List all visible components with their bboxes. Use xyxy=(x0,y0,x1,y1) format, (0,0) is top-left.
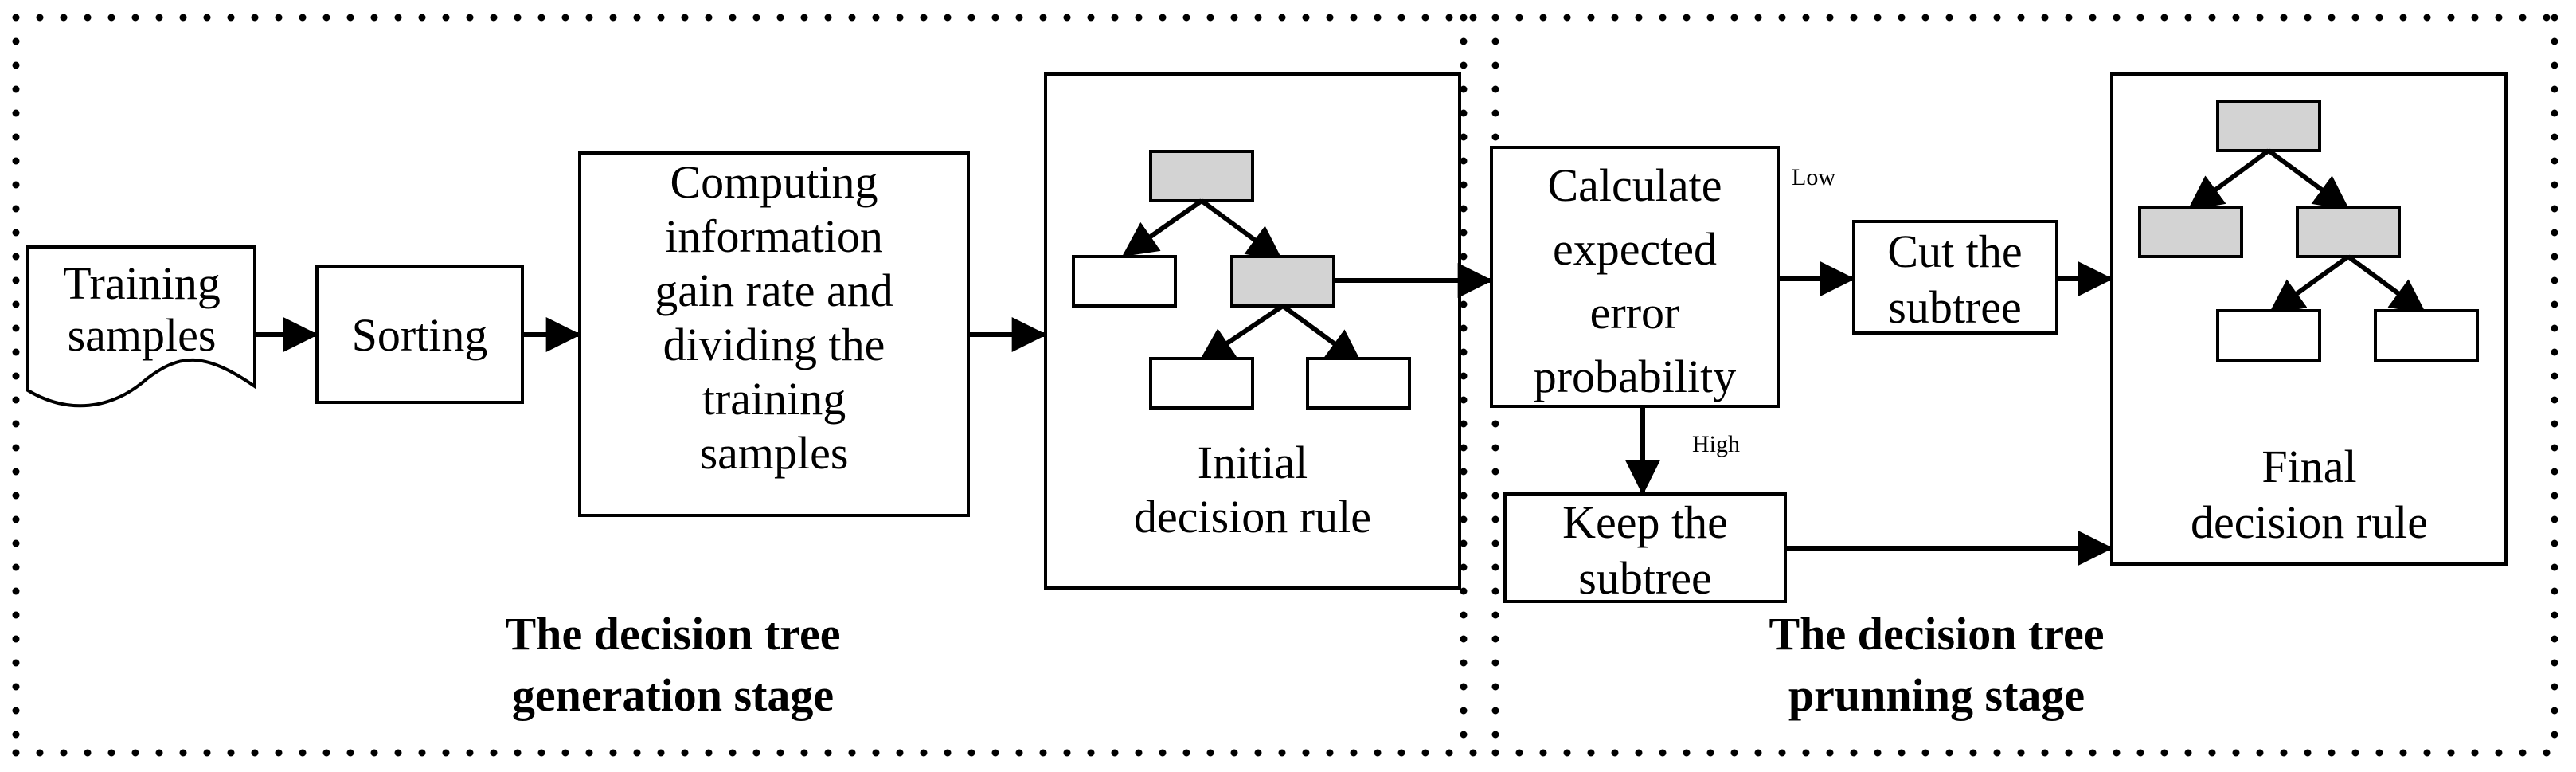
calculate-line-2: expected xyxy=(1553,223,1717,275)
computing-line-3: gain rate and xyxy=(655,265,893,316)
initial-tree-icon xyxy=(1072,150,1411,410)
keep-subtree-line-2: subtree xyxy=(1578,552,1712,604)
flow-arrows xyxy=(255,261,2113,566)
edge-label-high: High xyxy=(1692,431,1740,457)
initial-rule-line-2: decision rule xyxy=(1134,491,1371,543)
calculate-line-1: Calculate xyxy=(1547,159,1722,211)
edge-label-low: Low xyxy=(1792,164,1835,190)
generation-stage-caption: The decision tree generation stage xyxy=(506,608,841,721)
pruning-stage-line-2: prunning stage xyxy=(1788,669,2085,721)
final-rule-line-2: decision rule xyxy=(2191,496,2428,548)
computing-line-4: dividing the xyxy=(663,319,885,370)
computing-gain-node: Computing information gain rate and divi… xyxy=(578,151,970,517)
cut-subtree-line-2: subtree xyxy=(1888,281,2022,333)
training-samples-line-1: Training xyxy=(63,257,221,309)
calculate-line-3: error xyxy=(1590,287,1680,339)
calculate-line-4: probability xyxy=(1534,351,1737,402)
computing-line-5: training xyxy=(702,373,846,425)
generation-stage-line-1: The decision tree xyxy=(506,608,841,660)
final-decision-rule-node: Final decision rule xyxy=(2110,72,2508,566)
initial-decision-rule-node: Initial decision rule xyxy=(1044,72,1461,590)
final-tree-icon xyxy=(2138,100,2479,362)
calculate-error-node: Calculate expected error probability xyxy=(1490,146,1780,408)
cut-subtree-line-1: Cut the xyxy=(1887,225,2022,277)
keep-subtree-node: Keep the subtree xyxy=(1503,492,1787,604)
computing-line-1: Computing xyxy=(670,156,878,208)
pruning-stage-line-1: The decision tree xyxy=(1769,608,2105,660)
computing-line-6: samples xyxy=(700,427,849,479)
training-samples-node: Training samples xyxy=(26,245,256,408)
training-samples-line-2: samples xyxy=(68,309,217,361)
cut-subtree-node: Cut the subtree xyxy=(1852,220,2058,335)
sorting-label: Sorting xyxy=(352,309,488,361)
generation-stage-line-2: generation stage xyxy=(512,669,834,721)
computing-line-2: information xyxy=(665,210,883,262)
sorting-node: Sorting xyxy=(315,265,524,404)
keep-subtree-line-1: Keep the xyxy=(1562,496,1728,548)
final-rule-line-1: Final xyxy=(2261,441,2356,492)
pruning-stage-caption: The decision tree prunning stage xyxy=(1769,608,2105,721)
initial-rule-line-1: Initial xyxy=(1198,437,1308,488)
